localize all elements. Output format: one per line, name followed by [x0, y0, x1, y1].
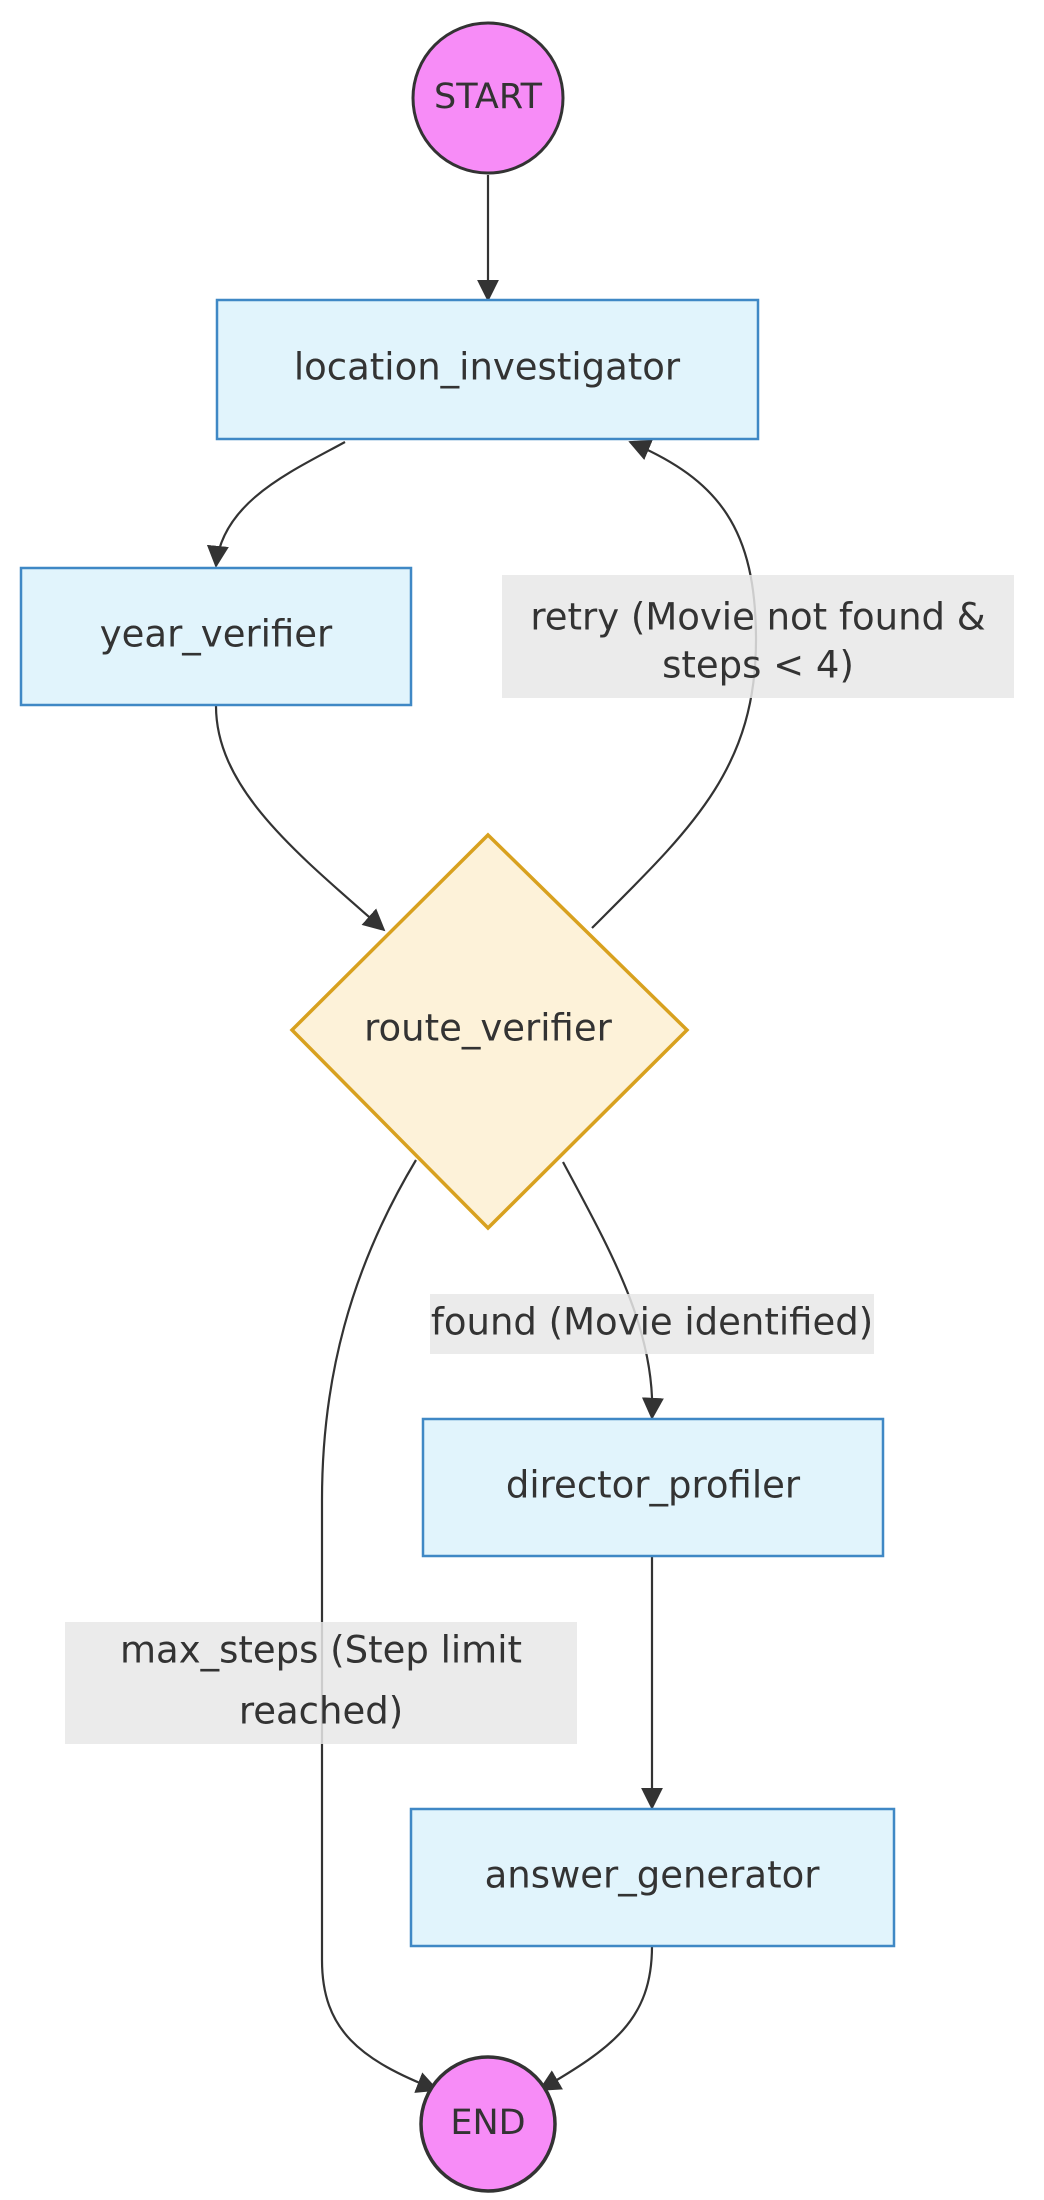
edge-max-steps-to-end [320, 1159, 439, 2093]
edge-label-max-steps-line1: max_steps (Step limit [120, 1629, 522, 1672]
node-route-verifier: route_verifier [289, 832, 690, 1231]
edge-answer-generator-to-end [538, 1945, 654, 2091]
edge-label-found: found (Movie identified) [430, 1294, 874, 1354]
node-start: START [411, 21, 565, 175]
edge-label-retry-line2: steps < 4) [662, 644, 854, 687]
node-location-investigator: location_investigator [215, 298, 760, 441]
node-end: END [419, 2055, 557, 2193]
edge-label-max-steps: max_steps (Step limit reached) [65, 1622, 577, 1744]
node-director-profiler-label: director_profiler [506, 1464, 801, 1507]
node-route-verifier-label: route_verifier [364, 1007, 612, 1050]
node-answer-generator-label: answer_generator [485, 1854, 821, 1897]
edge-label-found-text: found (Movie identified) [431, 1301, 873, 1344]
edge-found-to-director-profiler [562, 1161, 664, 1420]
edge-label-retry: retry (Movie not found & steps < 4) [502, 575, 1014, 698]
node-year-verifier-label: year_verifier [100, 613, 333, 656]
node-end-label: END [450, 2103, 525, 2143]
node-answer-generator: answer_generator [409, 1807, 896, 1948]
node-location-investigator-label: location_investigator [294, 346, 681, 389]
node-director-profiler: director_profiler [421, 1417, 885, 1558]
edge-label-max-steps-line2: reached) [239, 1690, 403, 1733]
node-year-verifier: year_verifier [19, 566, 413, 707]
edge-year-verifier-to-route-verifier [214, 705, 386, 932]
edge-label-retry-line1: retry (Movie not found & [530, 596, 985, 639]
edge-location-investigator-to-year-verifier [206, 441, 346, 568]
node-start-label: START [434, 77, 543, 117]
